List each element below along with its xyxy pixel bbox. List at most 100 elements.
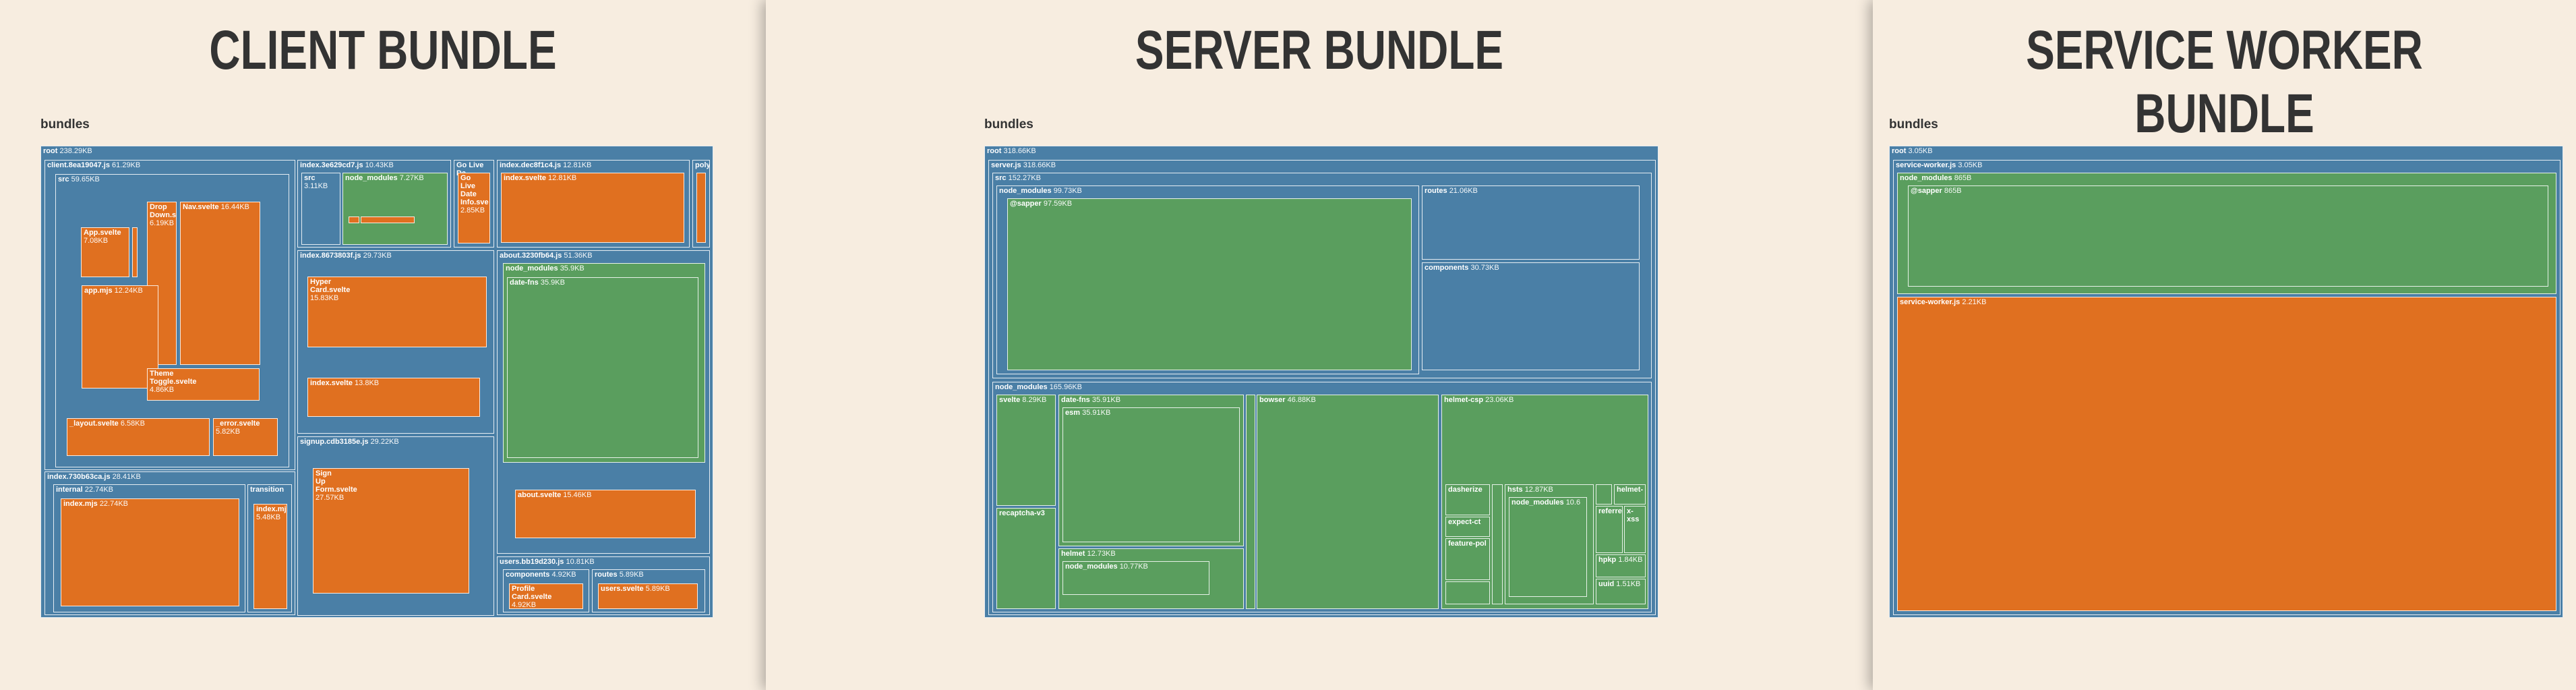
node-size: 35.9KB: [540, 279, 565, 287]
treemap-node[interactable]: index.730b63ca.js 28.41KB internal 22.74…: [44, 471, 295, 615]
treemap-node[interactable]: helmet 12.73KB node_modules 10.77KB: [1058, 548, 1244, 609]
treemap-node[interactable]: node_modules 35.9KB date-fns 35.9KB: [503, 263, 705, 463]
node-label: bowser 46.88KB: [1259, 396, 1316, 404]
treemap-cell[interactable]: [349, 217, 359, 223]
treemap-node[interactable]: src 152.27KB node_modules 99.73KB @sappe…: [992, 173, 1652, 378]
treemap-cell[interactable]: [1596, 484, 1612, 505]
treemap-node[interactable]: node_modules 99.73KB @sapper 97.59KB: [996, 185, 1419, 374]
treemap-node[interactable]: node_modules 7.27KB: [342, 173, 448, 245]
node-name: _layout.svelte: [69, 420, 119, 428]
treemap-node[interactable]: App.svelte 7.08KB: [81, 227, 129, 277]
treemap-node[interactable]: index.dec8f1c4.js 12.81KB index.svelte 1…: [497, 160, 690, 248]
treemap-node[interactable]: referrer: [1596, 506, 1623, 553]
treemap-node[interactable]: components 30.73KB: [1422, 262, 1640, 370]
treemap-node[interactable]: index.svelte 12.81KB: [501, 173, 684, 243]
treemap-node[interactable]: signup.cdb3185e.js 29.22KB Sign Up Form.…: [297, 436, 494, 616]
treemap-node[interactable]: src 3.11KB: [301, 173, 340, 245]
treemap-node[interactable]: root 3.05KB service-worker.js 3.05KB nod…: [1889, 146, 2563, 618]
treemap-node[interactable]: node_modules 10.6: [1509, 497, 1587, 597]
treemap-node[interactable]: node_modules 165.96KB svelte 8.29KB reca…: [992, 382, 1652, 612]
treemap-node[interactable]: @sapper 97.59KB: [1007, 198, 1412, 370]
treemap-cell[interactable]: [696, 173, 706, 243]
node-name: node_modules: [1511, 498, 1564, 507]
node-label: @sapper 865B: [1911, 187, 1962, 195]
treemap-node[interactable]: internal 22.74KB index.mjs 22.74KB: [53, 484, 245, 612]
node-size: 23.06KB: [1485, 396, 1514, 404]
treemap-node[interactable]: Profile Card.svelte 4.92KB: [509, 583, 583, 609]
treemap-node[interactable]: users.svelte 5.89KB: [598, 583, 698, 609]
treemap-node[interactable]: transition index.mjs 5.48KB: [247, 484, 292, 612]
treemap-cell[interactable]: [1246, 395, 1255, 609]
treemap-node[interactable]: index.3e629cd7.js 10.43KB src 3.11KB nod…: [297, 160, 451, 248]
node-size: 7.08KB: [84, 237, 109, 245]
treemap-node[interactable]: index.8673803f.js 29.73KB Hyper Card.sve…: [297, 250, 494, 434]
node-label: expect-ct: [1448, 518, 1480, 526]
treemap-node[interactable]: index.mjs 22.74KB: [61, 498, 239, 606]
treemap-node[interactable]: users.bb19d230.js 10.81KB components 4.9…: [497, 556, 710, 615]
treemap-node[interactable]: helmet-csp 23.06KB dasherize expect-ct f…: [1441, 395, 1648, 609]
treemap-node[interactable]: src 59.65KB App.svelte 7.08KB Drop Down.…: [55, 174, 289, 467]
treemap-cell[interactable]: [361, 217, 415, 223]
node-size: 59.65KB: [71, 175, 100, 183]
treemap-node[interactable]: index.mjs 5.48KB: [253, 504, 287, 609]
treemap-cell[interactable]: [132, 227, 138, 277]
treemap-node[interactable]: hsts 12.87KB node_modules 10.6: [1505, 484, 1594, 604]
treemap-node[interactable]: recaptcha-v3: [996, 508, 1056, 609]
treemap-node[interactable]: Sign Up Form.svelte 27.57KB: [313, 468, 469, 594]
node-name: hsts: [1507, 486, 1523, 494]
treemap-node[interactable]: service-worker.js 2.21KB: [1897, 297, 2556, 611]
service-worker-treemap[interactable]: root 3.05KB service-worker.js 3.05KB nod…: [1889, 146, 2563, 618]
treemap-node[interactable]: svelte 8.29KB: [996, 395, 1056, 506]
treemap-node[interactable]: server.js 318.66KB src 152.27KB node_mod…: [988, 160, 1656, 615]
treemap-node[interactable]: node_modules 10.77KB: [1062, 561, 1209, 595]
treemap-node[interactable]: app.mjs 12.24KB: [82, 285, 158, 389]
treemap-node[interactable]: Theme Toggle.svelte 4.86KB: [147, 368, 260, 401]
node-label: service-worker.js 2.21KB: [1900, 298, 1986, 306]
treemap-node[interactable]: Hyper Card.svelte 15.83KB: [307, 277, 487, 347]
treemap-node[interactable]: @sapper 865B: [1908, 185, 2548, 287]
treemap-node[interactable]: root 238.29KB client.8ea19047.js 61.29KB…: [40, 146, 713, 618]
treemap-node[interactable]: about.svelte 15.46KB: [515, 490, 696, 538]
treemap-node[interactable]: routes 21.06KB: [1422, 185, 1640, 260]
treemap-node[interactable]: components 4.92KB Profile Card.svelte 4.…: [503, 569, 589, 612]
treemap-node[interactable]: date-fns 35.91KB esm 35.91KB: [1058, 395, 1244, 546]
treemap-cell[interactable]: [1445, 581, 1490, 604]
treemap-node[interactable]: polyfi: [692, 160, 710, 248]
treemap-node[interactable]: _error.svelte 5.82KB: [213, 418, 278, 456]
node-name: node_modules: [1065, 563, 1118, 571]
node-name: users.bb19d230.js: [500, 558, 564, 566]
treemap-node[interactable]: Nav.svelte 16.44KB: [180, 202, 260, 365]
treemap-node[interactable]: expect-ct: [1445, 517, 1490, 537]
treemap-node[interactable]: client.8ea19047.js 61.29KB src 59.65KB A…: [44, 160, 295, 470]
treemap-node[interactable]: _layout.svelte 6.58KB: [67, 418, 210, 456]
node-size: 12.81KB: [548, 174, 577, 182]
treemap-node[interactable]: about.3230fb64.js 51.36KB node_modules 3…: [497, 250, 710, 554]
treemap-node[interactable]: hpkp 1.84KB: [1596, 554, 1646, 577]
treemap-node[interactable]: index.svelte 13.8KB: [307, 378, 480, 417]
treemap-node[interactable]: esm 35.91KB: [1062, 407, 1240, 542]
treemap-node[interactable]: x-xss: [1624, 506, 1646, 553]
node-name: node_modules: [995, 383, 1048, 391]
node-name: root: [43, 147, 58, 155]
treemap-node[interactable]: service-worker.js 3.05KB node_modules 86…: [1893, 160, 2560, 615]
client-treemap[interactable]: root 238.29KB client.8ea19047.js 61.29KB…: [40, 146, 713, 618]
treemap-node[interactable]: bowser 46.88KB: [1257, 395, 1439, 609]
treemap-cell[interactable]: [1492, 484, 1503, 604]
treemap-node[interactable]: helmet-: [1614, 484, 1646, 505]
treemap-node[interactable]: Go Live Date Info.sve 2.85KB: [458, 173, 490, 243]
treemap-node[interactable]: routes 5.89KB users.svelte 5.89KB: [592, 569, 705, 612]
node-size: 16.44KB: [220, 203, 249, 211]
treemap-node[interactable]: root 318.66KB server.js 318.66KB src 152…: [984, 146, 1658, 618]
node-size: 29.22KB: [370, 438, 399, 446]
server-treemap[interactable]: root 318.66KB server.js 318.66KB src 152…: [984, 146, 1658, 618]
treemap-node[interactable]: date-fns 35.9KB: [507, 277, 698, 458]
node-size: 35.9KB: [560, 264, 585, 272]
node-size: 5.89KB: [645, 585, 670, 593]
node-label: Theme Toggle.svelte 4.86KB: [150, 370, 196, 394]
treemap-node[interactable]: uuid 1.51KB: [1596, 579, 1646, 604]
treemap-node[interactable]: Go Live Da Go Live Date Info.sve 2.85KB: [454, 160, 494, 248]
treemap-node[interactable]: feature-pol: [1445, 538, 1490, 580]
node-label: index.svelte 13.8KB: [310, 379, 379, 387]
treemap-node[interactable]: dasherize: [1445, 484, 1490, 515]
treemap-node[interactable]: node_modules 865B @sapper 865B: [1897, 173, 2556, 294]
